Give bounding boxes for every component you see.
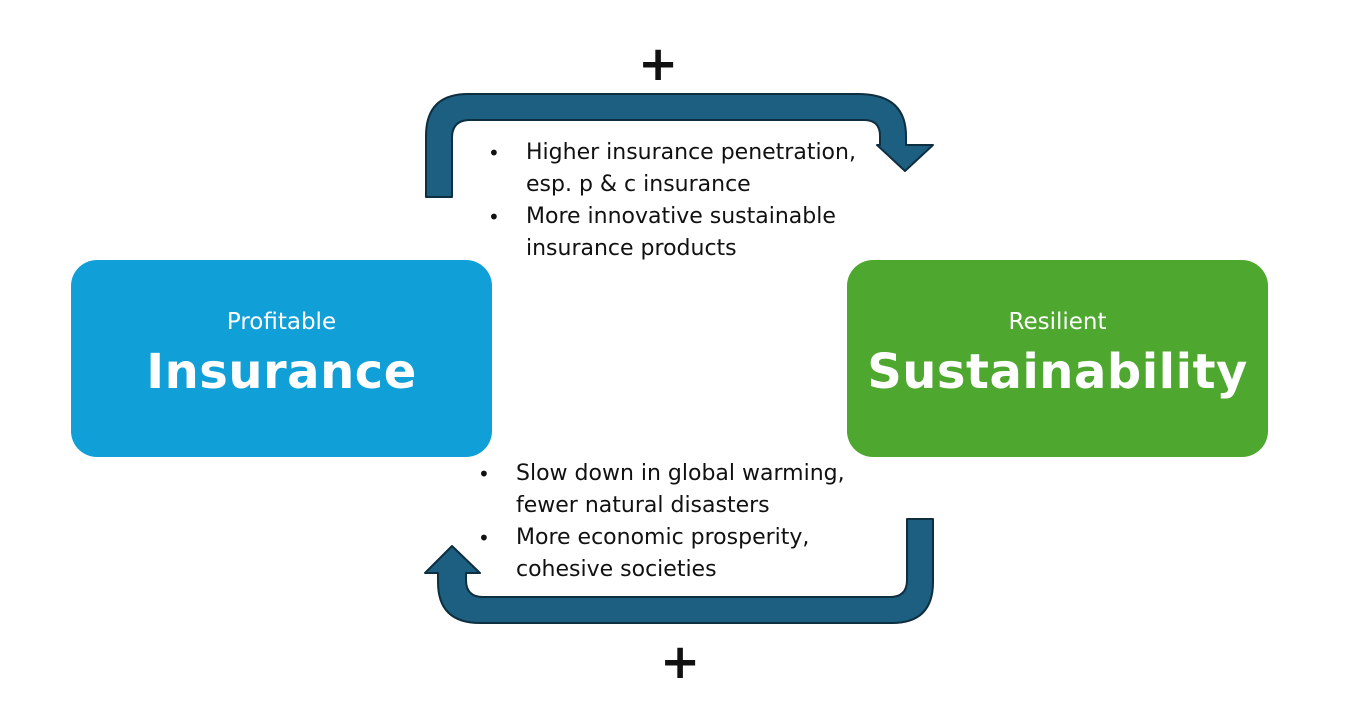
top-plus-sign: + [638, 36, 679, 92]
bullet-line: More economic prosperity, [516, 525, 810, 550]
bullet-dot: • [478, 462, 490, 486]
bullet-line: esp. p & c insurance [526, 172, 751, 197]
insurance-box: Profitable Insurance [71, 260, 492, 457]
bullet-dot: • [488, 141, 500, 165]
bullet-dot: • [478, 526, 490, 550]
bullet-line: Slow down in global warming, [516, 461, 845, 486]
bottom-plus-sign: + [660, 634, 701, 690]
top-loop-arrow [425, 93, 934, 198]
bullet-item: • Higher insurance penetration, esp. p &… [488, 137, 908, 201]
top-bullet-list: • Higher insurance penetration, esp. p &… [488, 137, 908, 265]
bullet-item: • More economic prosperity, cohesive soc… [478, 522, 898, 586]
bullet-item: • Slow down in global warming, fewer nat… [478, 458, 898, 522]
bottom-loop-arrow [424, 518, 934, 624]
sustainability-box: Resilient Sustainability [847, 260, 1268, 457]
bullet-dot: • [488, 205, 500, 229]
sustainability-title: Sustainability [867, 344, 1248, 400]
bullet-line: fewer natural disasters [516, 493, 770, 518]
bullet-line: cohesive societies [516, 557, 717, 582]
bottom-bullet-list: • Slow down in global warming, fewer nat… [478, 458, 898, 586]
insurance-title: Insurance [146, 344, 417, 400]
sustainability-subtitle: Resilient [1008, 309, 1107, 335]
bullet-line: More innovative sustainable [526, 204, 836, 229]
bullet-line: Higher insurance penetration, [526, 140, 856, 165]
insurance-subtitle: Profitable [226, 309, 337, 335]
bullet-item: • More innovative sustainable insurance … [488, 201, 908, 265]
bullet-line: insurance products [526, 236, 737, 261]
